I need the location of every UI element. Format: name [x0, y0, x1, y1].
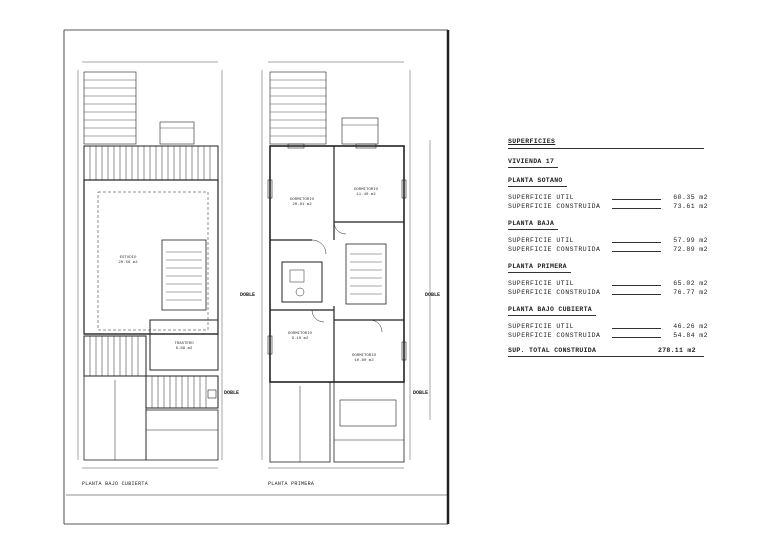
room-area: 11.40 m2	[356, 193, 376, 197]
tag-doble-4: DOBLE	[413, 390, 429, 396]
floor-name: PLANTA BAJO CUBIERTA	[508, 306, 597, 316]
room-area: 20.81 m2	[292, 203, 312, 207]
built-label: SUPERFICIE CONSTRUIDA	[508, 289, 601, 296]
floor-name: PLANTA SOTANO	[508, 177, 567, 187]
built-value: 76.77	[673, 289, 696, 296]
unit: m2	[699, 289, 709, 296]
total-label: SUP. TOTAL CONSTRUIDA	[508, 347, 597, 354]
room-dormitorio-3: DORMITORIO 9.10 m2	[288, 332, 312, 342]
room-area: 10.60 m2	[354, 359, 374, 363]
room-name: DORMITORIO	[289, 198, 315, 202]
floor-block-primera: PLANTA PRIMERA SUPERFICIE UTIL 65.02 m2 …	[508, 254, 708, 297]
floor-block-sotano: PLANTA SOTANO SUPERFICIE UTIL 60.35 m2 S…	[508, 168, 708, 211]
unit: m2	[699, 237, 709, 244]
leader-line	[611, 279, 661, 286]
total-value: 278.11 m2	[658, 347, 696, 354]
room-estudio: ESTUDIO 20.56 m2	[118, 256, 137, 266]
unit: m2	[699, 194, 709, 201]
floor-name: PLANTA PRIMERA	[508, 263, 571, 273]
util-label: SUPERFICIE UTIL	[508, 237, 575, 244]
built-value: 73.61	[673, 203, 696, 210]
dwelling-label: VIVIENDA 17	[508, 158, 559, 168]
unit: m2	[699, 323, 709, 330]
tag-doble-2: DOBLE	[224, 390, 240, 396]
leader-line	[611, 193, 661, 200]
plan-bajo-cubierta	[77, 61, 223, 469]
surfaces-table: SUPERFICIES VIVIENDA 17 PLANTA SOTANO SU…	[508, 138, 708, 357]
util-value: 60.35	[673, 194, 696, 201]
util-label: SUPERFICIE UTIL	[508, 280, 575, 287]
room-area: 6.89 m2	[175, 347, 193, 351]
built-row: SUPERFICIE CONSTRUIDA 73.61 m2	[508, 202, 708, 211]
util-value: 46.26	[673, 323, 696, 330]
unit: m2	[699, 332, 709, 339]
util-label: SUPERFICIE UTIL	[508, 194, 575, 201]
built-row: SUPERFICIE CONSTRUIDA 76.77 m2	[508, 288, 708, 297]
room-dormitorio-4: DORMITORIO 10.60 m2	[352, 354, 376, 364]
util-label: SUPERFICIE UTIL	[508, 323, 575, 330]
tag-doble-3: DOBLE	[425, 292, 441, 298]
built-row: SUPERFICIE CONSTRUIDA 54.84 m2	[508, 331, 708, 340]
floor-name: PLANTA BAJA	[508, 220, 559, 230]
built-row: SUPERFICIE CONSTRUIDA 72.89 m2	[508, 245, 708, 254]
built-label: SUPERFICIE CONSTRUIDA	[508, 246, 601, 253]
unit: m2	[699, 203, 709, 210]
total-row: SUP. TOTAL CONSTRUIDA 278.11 m2	[508, 346, 704, 357]
room-dormitorio-1: DORMITORIO 20.81 m2	[290, 198, 314, 208]
leader-line	[611, 322, 661, 329]
tag-doble-1: DOBLE	[240, 292, 256, 298]
util-row: SUPERFICIE UTIL 57.99 m2	[508, 236, 708, 245]
util-value: 65.02	[673, 280, 696, 287]
room-area: 9.10 m2	[291, 337, 309, 341]
built-value: 54.84	[673, 332, 696, 339]
util-row: SUPERFICIE UTIL 46.26 m2	[508, 322, 708, 331]
unit: m2	[699, 280, 709, 287]
plan-primera	[261, 61, 431, 469]
leader-line	[611, 236, 661, 243]
room-name: ESTUDIO	[119, 256, 137, 260]
built-label: SUPERFICIE CONSTRUIDA	[508, 332, 601, 339]
floor-block-baja: PLANTA BAJA SUPERFICIE UTIL 57.99 m2 SUP…	[508, 211, 708, 254]
unit: m2	[699, 246, 709, 253]
leader-line	[611, 331, 661, 338]
room-name: TRASTERO	[174, 342, 194, 346]
surfaces-title: SUPERFICIES	[508, 138, 704, 149]
leader-line	[611, 202, 661, 209]
sheet-frame	[63, 29, 450, 525]
util-value: 57.99	[673, 237, 696, 244]
room-dormitorio-2: DORMITORIO 11.40 m2	[354, 188, 378, 198]
room-trastero: TRASTERO 6.89 m2	[174, 342, 193, 352]
built-label: SUPERFICIE CONSTRUIDA	[508, 203, 601, 210]
room-area: 20.56 m2	[118, 261, 138, 265]
leader-line	[611, 288, 661, 295]
plan-title-right: PLANTA PRIMERA	[268, 481, 315, 487]
room-name: DORMITORIO	[353, 188, 379, 192]
util-row: SUPERFICIE UTIL 60.35 m2	[508, 193, 708, 202]
plan-title-left: PLANTA BAJO CUBIERTA	[82, 481, 149, 487]
room-name: DORMITORIO	[287, 332, 313, 336]
util-row: SUPERFICIE UTIL 65.02 m2	[508, 279, 708, 288]
room-name: DORMITORIO	[351, 354, 377, 358]
leader-line	[611, 245, 661, 252]
built-value: 72.89	[673, 246, 696, 253]
floor-block-bajo-cubierta: PLANTA BAJO CUBIERTA SUPERFICIE UTIL 46.…	[508, 297, 708, 340]
